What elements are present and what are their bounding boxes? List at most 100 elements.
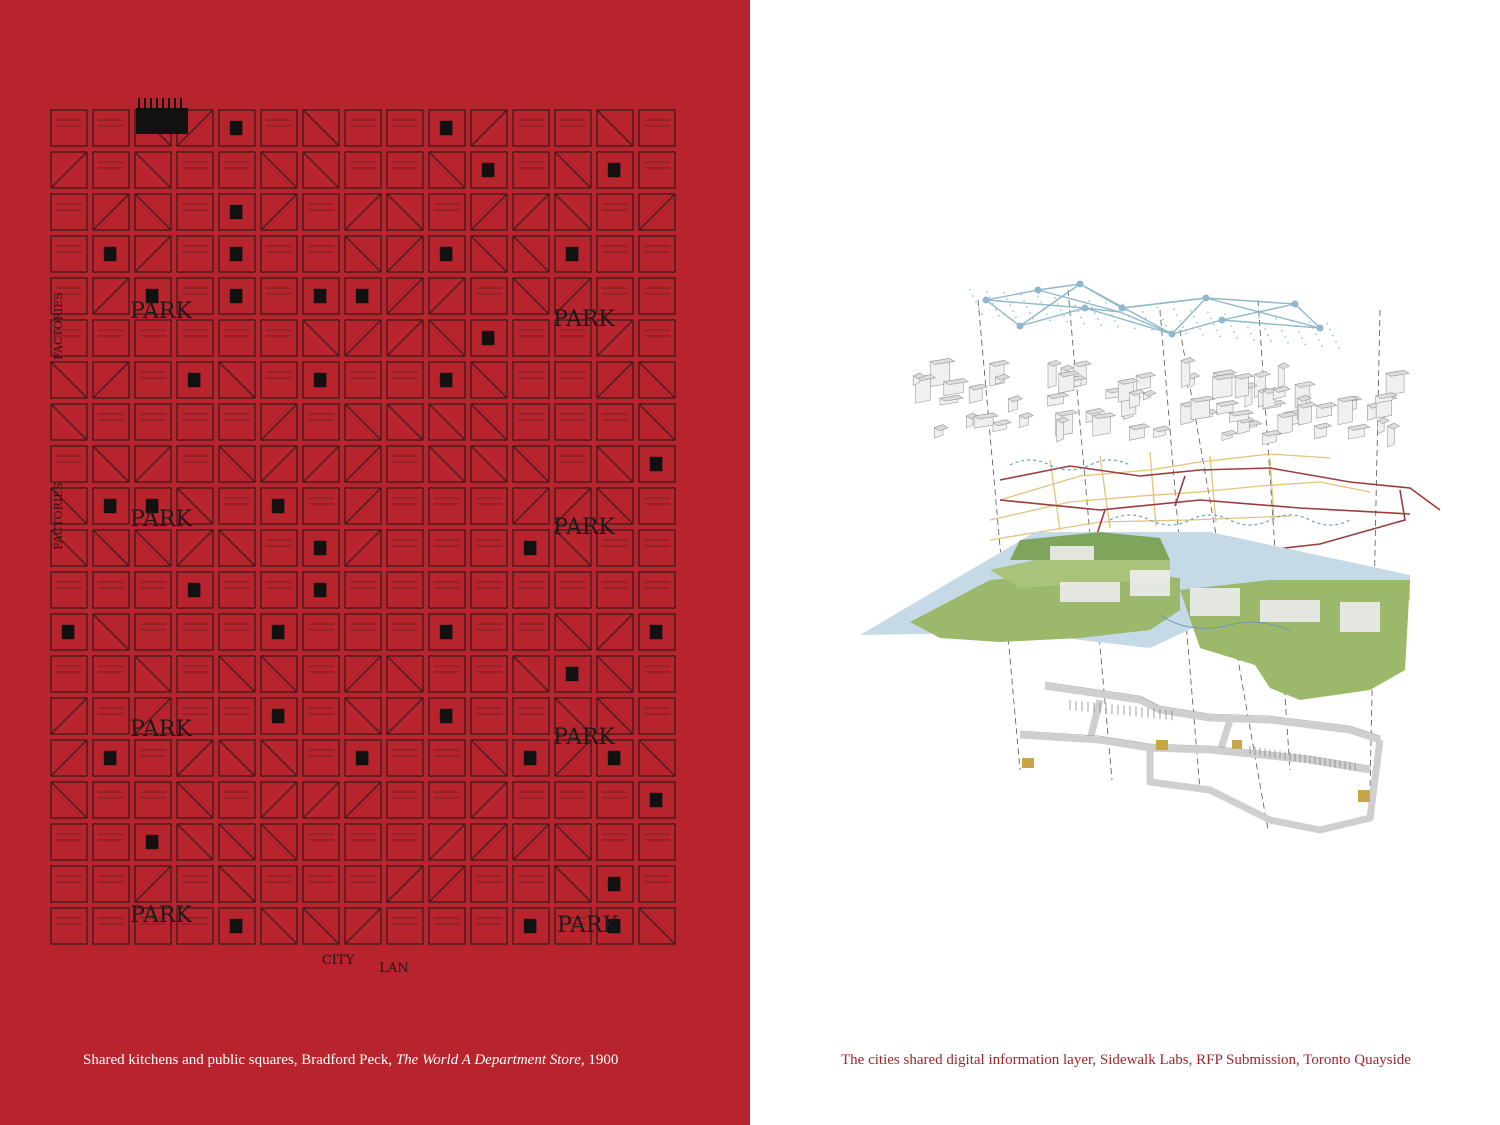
map-block: [218, 823, 256, 861]
map-block: [512, 109, 550, 147]
map-block: [386, 571, 424, 609]
map-diagonal: [302, 781, 340, 819]
map-block: [596, 361, 634, 399]
building-roof: [1228, 409, 1255, 417]
building-roof: [1347, 424, 1371, 431]
map-diagonal: [554, 529, 592, 567]
building-roof: [1211, 373, 1238, 381]
map-block: [344, 361, 382, 399]
map-block: [470, 193, 508, 231]
map-block: [470, 655, 508, 693]
map-block: [386, 907, 424, 945]
building-roof: [1091, 412, 1117, 420]
map-diagonal: [218, 739, 256, 777]
map-building: [607, 918, 621, 934]
map-block: [554, 193, 592, 231]
map-block: [50, 655, 88, 693]
map-block: [176, 613, 214, 651]
map-block: [260, 823, 298, 861]
map-block: [554, 445, 592, 483]
map-block: [260, 529, 298, 567]
map-block: [92, 403, 130, 441]
map-block: [176, 865, 214, 903]
building-roof: [1234, 372, 1255, 380]
map-block: [218, 697, 256, 735]
network-dot: [995, 308, 997, 311]
building-roof: [1142, 389, 1157, 397]
map-block: [554, 697, 592, 735]
building-roof: [1374, 392, 1398, 400]
map-block: [470, 529, 508, 567]
map-block: [218, 235, 256, 273]
map-block: [596, 781, 634, 819]
building-roof: [1212, 369, 1238, 377]
map-block: [302, 907, 340, 945]
network-dot: [1230, 325, 1232, 327]
building-roof: [1297, 401, 1318, 409]
network-dot: [1270, 340, 1272, 343]
map-diagonal: [260, 655, 298, 693]
map-block: [554, 361, 592, 399]
map-building: [439, 120, 453, 136]
map-block: [218, 907, 256, 945]
map-diagonal: [92, 445, 130, 483]
map-diagonal: [50, 403, 88, 441]
network-dot: [1335, 340, 1337, 343]
map-block: [134, 823, 172, 861]
map-block: [344, 571, 382, 609]
network-dot: [1176, 314, 1178, 317]
map-block: [134, 613, 172, 651]
map-diagonal: [344, 781, 382, 819]
map-building: [649, 792, 663, 808]
map-diagonal: [596, 445, 634, 483]
map-block: [596, 277, 634, 315]
building-roof: [942, 378, 970, 385]
map-diagonal: [470, 781, 508, 819]
network-dot: [1077, 310, 1079, 313]
map-diagonal: [638, 739, 676, 777]
map-block: [260, 361, 298, 399]
map-block: [344, 907, 382, 945]
map-block: [512, 487, 550, 525]
map-diagonal: [638, 907, 676, 945]
map-block: [386, 319, 424, 357]
map-block: [554, 319, 592, 357]
map-diagonal: [512, 277, 550, 315]
map-diagonal: [554, 865, 592, 903]
map-block: [218, 319, 256, 357]
map-diagonal: [428, 865, 466, 903]
map-block: [638, 571, 676, 609]
left-panel: PARK PARK PARK PARK PARK PARK PARK PARK …: [0, 0, 750, 1125]
map-block: [260, 235, 298, 273]
map-block: [302, 277, 340, 315]
map-diagonal: [92, 193, 130, 231]
map-block: [638, 109, 676, 147]
network-dot: [1091, 306, 1093, 309]
network-dot: [1037, 295, 1039, 298]
map-block: [512, 529, 550, 567]
map-diagonal: [302, 907, 340, 945]
map-building: [481, 162, 495, 178]
network-dot: [1207, 311, 1209, 314]
map-header-tick: [174, 98, 176, 108]
map-building: [145, 498, 159, 514]
map-block: [554, 907, 592, 945]
map-diagonal: [428, 823, 466, 861]
map-block: [344, 865, 382, 903]
map-block: [512, 613, 550, 651]
left-caption-title: The World A Department Store,: [395, 1052, 585, 1068]
map-diagonal: [386, 235, 424, 273]
map-diagonal: [638, 403, 676, 441]
map-block: [638, 655, 676, 693]
network-dot: [1332, 334, 1334, 337]
map-block: [134, 865, 172, 903]
building-roof: [1215, 400, 1239, 407]
map-block: [176, 235, 214, 273]
map-diagonal: [344, 907, 382, 945]
map-block: [218, 109, 256, 147]
map-block: [596, 865, 634, 903]
map-block: [512, 445, 550, 483]
map-diagonal: [470, 445, 508, 483]
map-block: [92, 319, 130, 357]
map-block: [512, 319, 550, 357]
